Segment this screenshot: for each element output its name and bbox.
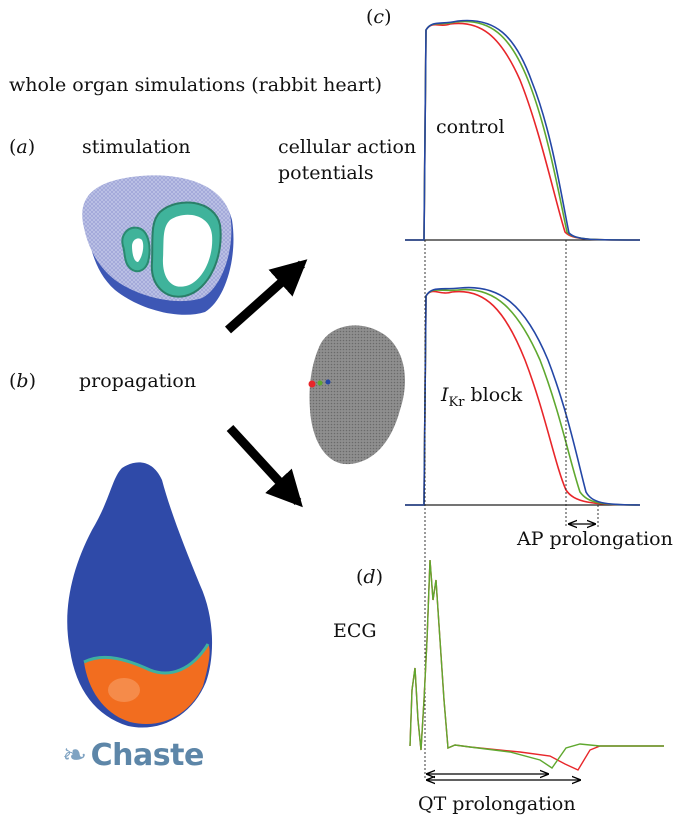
ecg-chart	[409, 559, 664, 771]
control-label: control	[436, 116, 505, 138]
ap-block-chart	[405, 286, 641, 506]
ap-prolongation-label: AP prolongation	[517, 528, 673, 550]
upper-arrow	[225, 259, 308, 334]
block-green-trace	[405, 288, 641, 506]
ecg-green-trace	[409, 559, 664, 769]
chaste-logo: ❧Chaste	[62, 738, 204, 773]
panel-b-tag: (b)	[9, 370, 37, 392]
lower-arrow	[226, 424, 303, 508]
heart-cellular	[308, 325, 405, 465]
ecg-label: ECG	[333, 620, 377, 642]
cellular-label-line2: potentials	[278, 162, 374, 184]
control-blue-trace	[405, 19, 641, 241]
control-red-trace	[405, 22, 641, 241]
heart-cross-section	[82, 175, 234, 315]
ecg-red-trace	[409, 559, 664, 771]
propagation-label: propagation	[79, 370, 197, 392]
cellular-label-line1: cellular action	[278, 136, 417, 158]
figure-title: whole organ simulations (rabbit heart)	[9, 74, 383, 96]
block-red-trace	[405, 290, 641, 506]
red-cell-marker	[308, 380, 316, 388]
heart-propagation	[67, 462, 213, 728]
panel-d-tag: (d)	[356, 566, 384, 588]
panel-c-tag: (c)	[366, 6, 392, 28]
green-cell-marker	[317, 380, 323, 386]
ikr-block-label: IKr block	[441, 384, 523, 410]
control-green-trace	[405, 20, 641, 241]
stimulation-label: stimulation	[82, 136, 191, 158]
block-blue-trace	[405, 286, 641, 506]
panel-a-tag: (a)	[9, 136, 36, 158]
ap-control-chart	[405, 19, 641, 241]
chaste-logo-icon: ❧	[62, 738, 87, 773]
qt-prolongation-label: QT prolongation	[418, 793, 576, 815]
blue-cell-marker	[325, 379, 331, 385]
